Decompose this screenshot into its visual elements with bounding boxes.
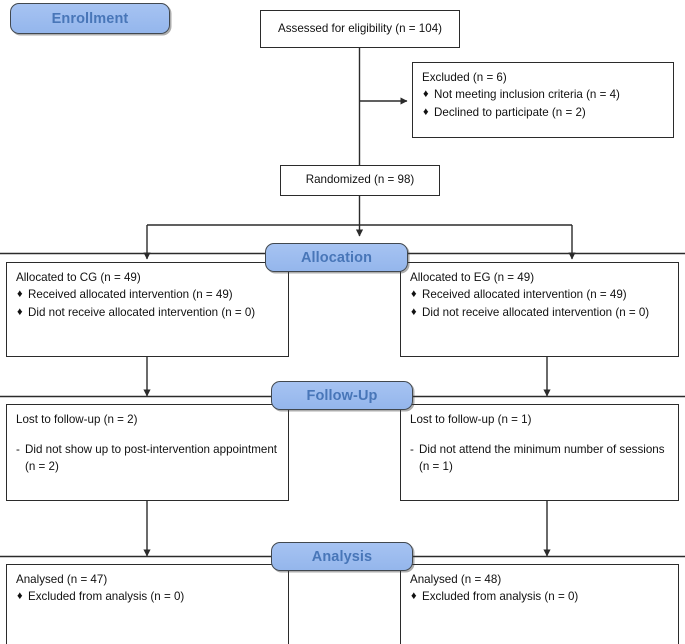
list-item: ♦ Received allocated intervention (n = 4… xyxy=(410,287,670,303)
assessed-label: Assessed for eligibility (n = 104) xyxy=(278,21,442,35)
stage-label-allocation: Allocation xyxy=(300,249,373,266)
analysed-cg-title: Analysed (n = 47) xyxy=(16,573,108,586)
randomized-label: Randomized (n = 98) xyxy=(305,173,415,187)
diamond-bullet-icon: ♦ xyxy=(17,590,23,603)
diamond-bullet-icon: ♦ xyxy=(411,288,417,301)
stage-pill-followup: Follow-Up xyxy=(271,381,413,410)
excluded-title: Excluded (n = 6) xyxy=(422,71,507,84)
list-item: ♦ Not meeting inclusion criteria (n = 4) xyxy=(422,87,665,103)
node-lost-followup-cg: Lost to follow-up (n = 2) - Did not show… xyxy=(6,404,289,501)
stage-pill-analysis: Analysis xyxy=(271,542,413,571)
allocated-cg-title: Allocated to CG (n = 49) xyxy=(16,271,141,284)
list-item: - Did not attend the minimum number of s… xyxy=(410,442,670,475)
allocated-eg-item-text: Did not receive allocated intervention (… xyxy=(422,305,650,319)
list-item: - Did not show up to post-intervention a… xyxy=(16,442,280,475)
diamond-bullet-icon: ♦ xyxy=(17,288,23,301)
list-item: ♦ Excluded from analysis (n = 0) xyxy=(16,589,280,605)
stage-pill-allocation: Allocation xyxy=(265,243,408,272)
node-randomized: Randomized (n = 98) xyxy=(280,165,440,196)
stage-label-analysis: Analysis xyxy=(311,548,373,565)
diamond-bullet-icon: ♦ xyxy=(423,105,429,118)
stage-pill-enrollment: Enrollment xyxy=(10,3,170,34)
node-assessed-for-eligibility: Assessed for eligibility (n = 104) xyxy=(260,10,460,48)
lost-followup-cg-title: Lost to follow-up (n = 2) xyxy=(16,413,138,426)
lost-followup-eg-list: - Did not attend the minimum number of s… xyxy=(410,442,670,475)
list-item: ♦ Excluded from analysis (n = 0) xyxy=(410,589,670,605)
node-allocated-eg: Allocated to EG (n = 49) ♦ Received allo… xyxy=(400,262,679,357)
allocated-cg-list: ♦ Received allocated intervention (n = 4… xyxy=(16,287,280,321)
node-allocated-cg: Allocated to CG (n = 49) ♦ Received allo… xyxy=(6,262,289,357)
analysed-eg-item-text: Excluded from analysis (n = 0) xyxy=(422,590,579,604)
allocated-cg-item-text: Received allocated intervention (n = 49) xyxy=(28,288,233,302)
analysed-cg-item-text: Excluded from analysis (n = 0) xyxy=(28,590,185,604)
allocated-eg-list: ♦ Received allocated intervention (n = 4… xyxy=(410,287,670,321)
dash-bullet-icon: - xyxy=(410,443,414,457)
node-analysed-eg: Analysed (n = 48) ♦ Excluded from analys… xyxy=(400,564,679,644)
allocated-eg-title: Allocated to EG (n = 49) xyxy=(410,271,535,284)
list-item: ♦ Received allocated intervention (n = 4… xyxy=(16,287,280,303)
analysed-eg-title: Analysed (n = 48) xyxy=(410,573,502,586)
list-item: ♦ Did not receive allocated intervention… xyxy=(16,305,280,321)
diamond-bullet-icon: ♦ xyxy=(17,305,23,318)
diamond-bullet-icon: ♦ xyxy=(411,305,417,318)
diamond-bullet-icon: ♦ xyxy=(411,590,417,603)
analysed-cg-list: ♦ Excluded from analysis (n = 0) xyxy=(16,589,280,605)
diamond-bullet-icon: ♦ xyxy=(423,88,429,101)
lost-followup-eg-title: Lost to follow-up (n = 1) xyxy=(410,413,532,426)
node-excluded: Excluded (n = 6) ♦ Not meeting inclusion… xyxy=(412,62,674,138)
stage-label-followup: Follow-Up xyxy=(306,387,378,404)
excluded-item-text: Declined to participate (n = 2) xyxy=(434,105,586,119)
allocated-cg-item-text: Did not receive allocated intervention (… xyxy=(28,305,256,319)
analysed-eg-list: ♦ Excluded from analysis (n = 0) xyxy=(410,589,670,605)
stage-label-enrollment: Enrollment xyxy=(51,10,129,27)
node-analysed-cg: Analysed (n = 47) ♦ Excluded from analys… xyxy=(6,564,289,644)
excluded-list: ♦ Not meeting inclusion criteria (n = 4)… xyxy=(422,87,665,121)
node-lost-followup-eg: Lost to follow-up (n = 1) - Did not atte… xyxy=(400,404,679,501)
list-item: ♦ Did not receive allocated intervention… xyxy=(410,305,670,321)
lost-followup-cg-list: - Did not show up to post-intervention a… xyxy=(16,442,280,475)
lost-followup-cg-item-text: Did not show up to post-intervention app… xyxy=(25,443,277,473)
excluded-item-text: Not meeting inclusion criteria (n = 4) xyxy=(434,88,620,102)
dash-bullet-icon: - xyxy=(16,443,20,457)
allocated-eg-item-text: Received allocated intervention (n = 49) xyxy=(422,288,627,302)
lost-followup-eg-item-text: Did not attend the minimum number of ses… xyxy=(419,443,665,473)
list-item: ♦ Declined to participate (n = 2) xyxy=(422,105,665,121)
